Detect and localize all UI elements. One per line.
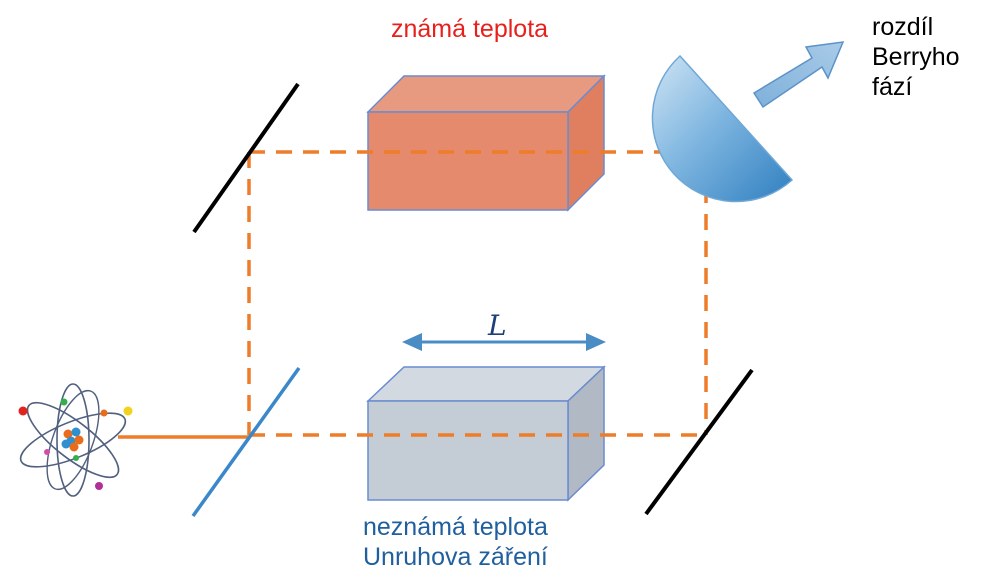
known-temperature-label: známá teplota — [391, 15, 549, 43]
unknown-temperature-block — [366, 365, 606, 502]
output-arrow — [752, 41, 845, 109]
length-arrow — [402, 333, 606, 351]
unknown-temperature-label: neznámá teplota Unruhova záření — [363, 512, 548, 572]
atom-icon — [18, 383, 133, 497]
unknown-temperature-line-1: neznámá teplota — [363, 513, 548, 541]
unknown-temperature-line-2: Unruhova záření — [363, 543, 548, 571]
output-label-line-3: fází — [872, 73, 913, 101]
berry-phase-difference-label: rozdíl Berryho fází — [872, 12, 960, 102]
length-label: L — [488, 309, 507, 342]
beam-path — [247, 150, 708, 437]
detector — [651, 54, 794, 203]
top-left-mirror — [192, 82, 300, 234]
output-label-line-2: Berryho — [872, 43, 960, 71]
bottom-right-mirror — [644, 368, 754, 516]
beam-splitter — [191, 366, 301, 518]
known-temperature-block — [366, 74, 606, 212]
output-label-line-1: rozdíl — [872, 13, 934, 41]
